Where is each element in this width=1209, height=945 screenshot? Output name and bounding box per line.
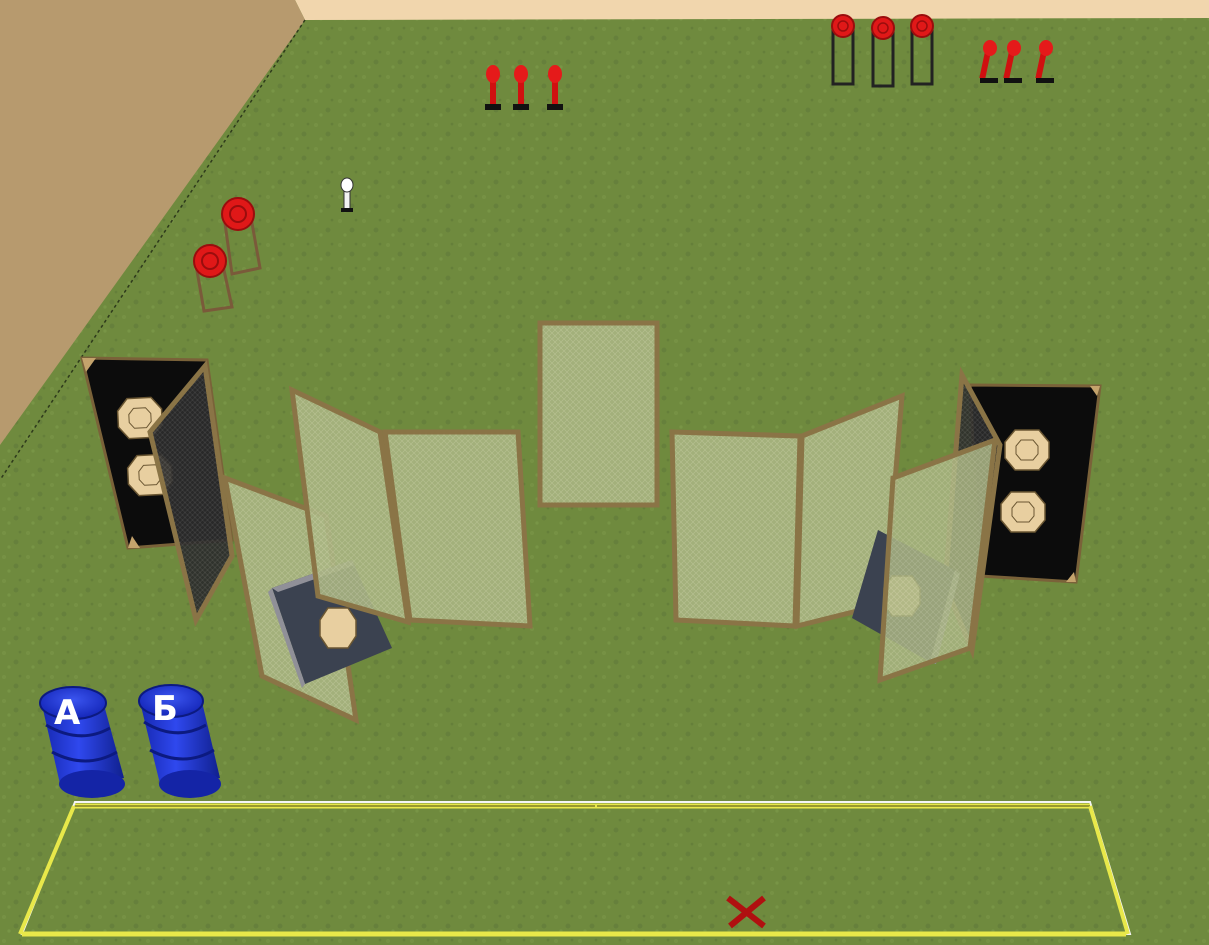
far-berm-strip	[295, 0, 1209, 20]
paper-target	[320, 608, 356, 648]
mesh-panel-left-mid-b	[385, 432, 530, 626]
mesh-panel-right-mid-a	[672, 432, 800, 626]
barrel-label: А	[54, 693, 81, 733]
paper-target	[1001, 492, 1045, 532]
barrel-label: Б	[152, 689, 178, 729]
mesh-panel-center	[540, 323, 657, 505]
paper-target	[1005, 430, 1049, 470]
